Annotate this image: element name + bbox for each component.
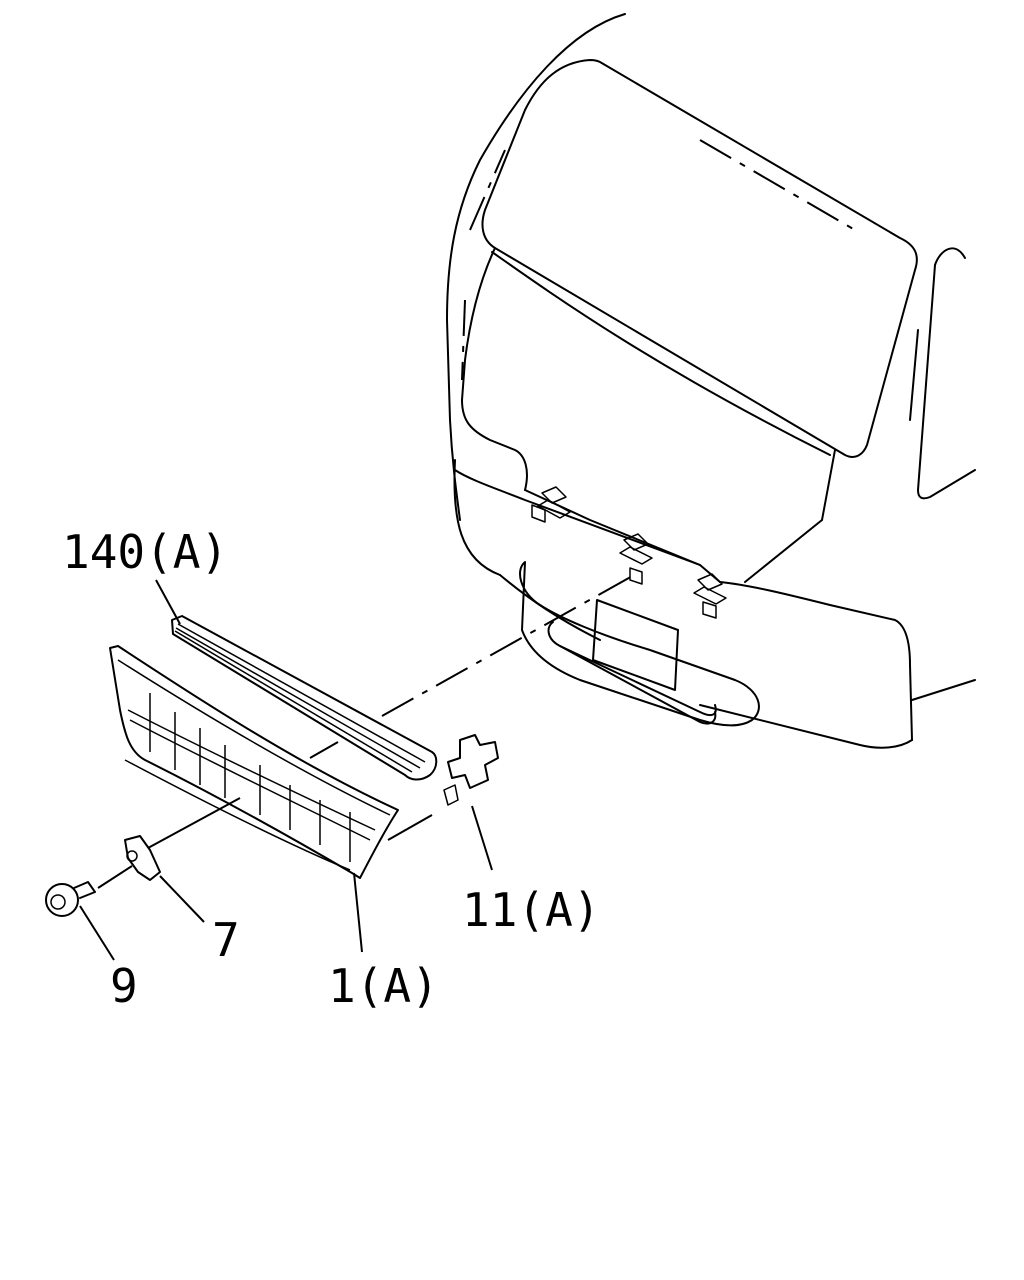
front-grille [109,645,399,879]
bolt [45,881,96,917]
connector-line [147,797,241,849]
callout-label-7: 7 [212,913,240,967]
mounting-clip [693,573,727,619]
callout-label-9: 9 [110,959,138,1013]
connector-line [387,814,433,841]
installation-line [381,573,637,717]
callout-label-1a: 1(A) [328,959,439,1013]
mounting-clip [619,533,653,585]
callout-label-140a: 140(A) [62,525,228,579]
leader-line [471,805,493,871]
connector-line [97,865,133,889]
leader-line [155,579,181,625]
retaining-clip [443,734,499,806]
vehicle-front [446,13,976,749]
bracket [124,835,161,881]
leader-line [79,905,115,961]
leader-line [159,875,205,923]
installation-line [309,741,339,759]
callout-label-11a: 11(A) [462,883,600,937]
grille-molding [171,615,438,781]
mounting-clip [531,486,571,523]
leader-line [353,872,363,953]
